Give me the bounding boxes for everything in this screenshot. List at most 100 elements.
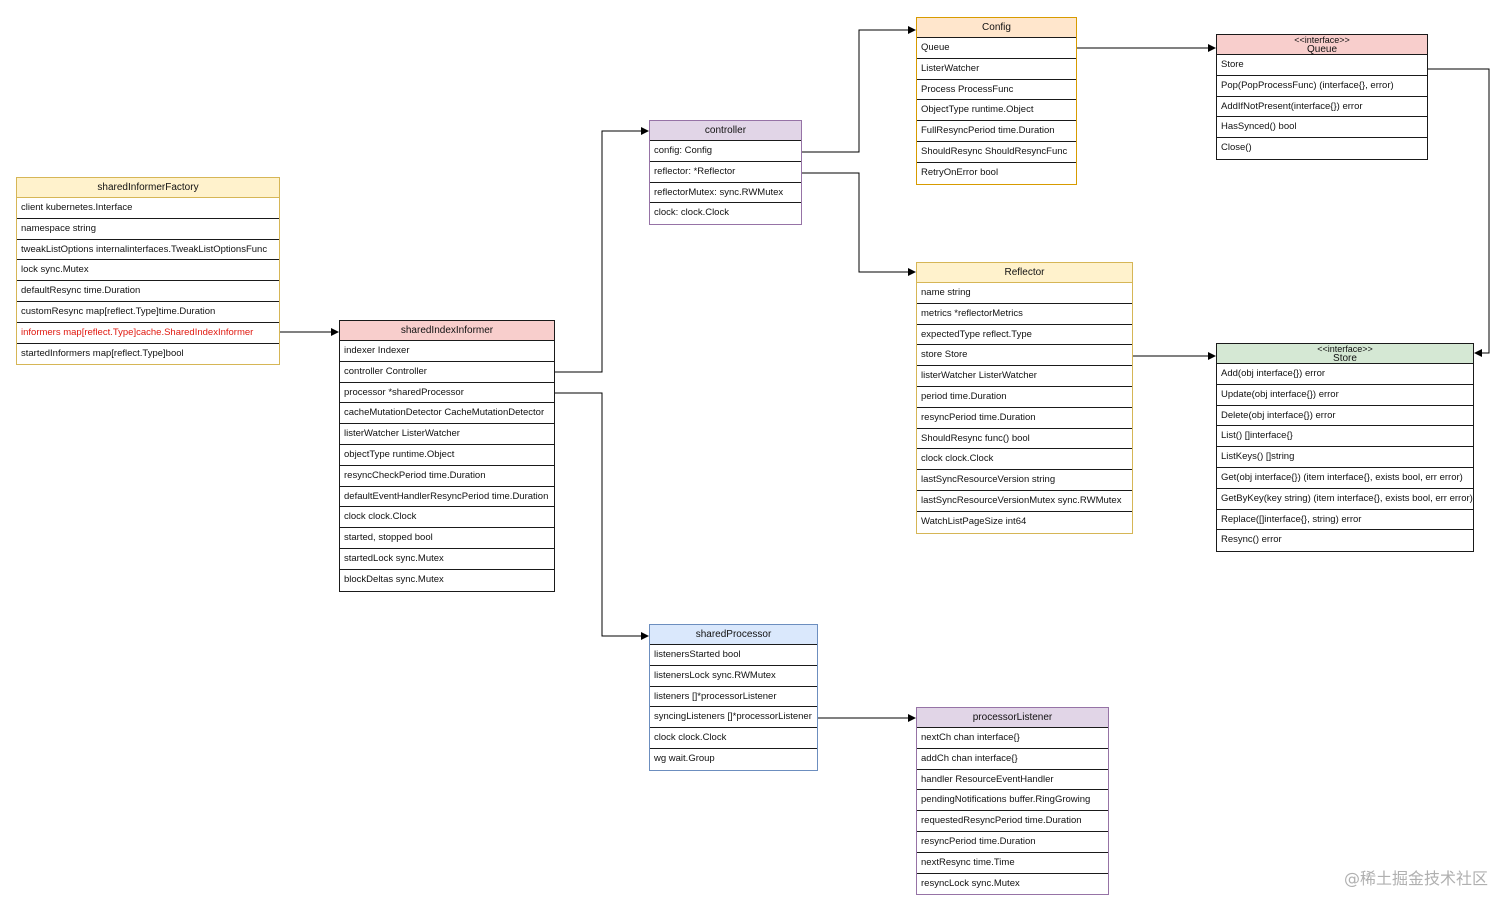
class-field: reflectorMutex: sync.RWMutex bbox=[650, 183, 801, 204]
class-field: clock clock.Clock bbox=[340, 507, 554, 529]
class-title: Queue bbox=[1306, 43, 1338, 55]
class-field: Resync() error bbox=[1221, 534, 1282, 546]
class-title: sharedProcessor bbox=[695, 628, 772, 640]
class-field: ListerWatcher bbox=[917, 59, 1076, 80]
class-field: Replace([]interface{}, string) error bbox=[1217, 510, 1473, 531]
class-field: handler ResourceEventHandler bbox=[917, 770, 1108, 791]
stereotype-label: <<interface>> bbox=[1294, 34, 1350, 45]
class-field: ShouldResync ShouldResyncFunc bbox=[917, 142, 1076, 163]
class-field: lastSyncResourceVersionMutex sync.RWMute… bbox=[917, 491, 1132, 512]
class-field: Queue bbox=[917, 38, 1076, 59]
class-field: reflector: *Reflector bbox=[650, 162, 801, 183]
arrow-queue-to-store bbox=[1428, 68, 1490, 357]
class-field: listeners []*processorListener bbox=[650, 687, 817, 708]
class-field: expectedType reflect.Type bbox=[917, 325, 1132, 346]
class-field: cacheMutationDetector CacheMutationDetec… bbox=[340, 403, 554, 425]
class-header: processorListener bbox=[917, 708, 1108, 728]
arrow-controller-to-reflector bbox=[802, 172, 916, 276]
class-field: defaultResync time.Duration bbox=[17, 281, 279, 302]
class-field: wg wait.Group bbox=[654, 752, 715, 764]
class-field: RetryOnError bool bbox=[921, 166, 999, 178]
class-field: period time.Duration bbox=[917, 387, 1132, 408]
class-field: Update(obj interface{}) error bbox=[1217, 385, 1473, 406]
class-title: controller bbox=[704, 124, 747, 136]
class-field: WatchListPageSize int64 bbox=[921, 515, 1027, 527]
class-field: listerWatcher ListerWatcher bbox=[917, 366, 1132, 387]
class-field: resyncPeriod time.Duration bbox=[917, 832, 1108, 853]
class-field: customResync map[reflect.Type]time.Durat… bbox=[17, 302, 279, 323]
class-field: objectType runtime.Object bbox=[340, 445, 554, 466]
class-field: requestedResyncPeriod time.Duration bbox=[917, 811, 1108, 832]
class-field: processor *sharedProcessor bbox=[340, 383, 554, 404]
class-field: indexer Indexer bbox=[340, 341, 554, 362]
class-field: ListKeys() []string bbox=[1217, 447, 1473, 468]
class-field: ObjectType runtime.Object bbox=[917, 100, 1076, 122]
class-field: syncingListeners []*processorListener bbox=[650, 707, 817, 729]
class-header: controller bbox=[650, 121, 801, 141]
stereotype-label: <<interface>> bbox=[1317, 343, 1373, 354]
class-field: addCh chan interface{} bbox=[917, 749, 1108, 770]
class-title: Store bbox=[1333, 352, 1357, 364]
class-processorListener: processorListener nextCh chan interface{}… bbox=[916, 707, 1109, 896]
class-field: pendingNotifications buffer.RingGrowing bbox=[917, 790, 1108, 812]
class-field: AddIfNotPresent(interface{}) error bbox=[1217, 97, 1427, 118]
class-field: listerWatcher ListerWatcher bbox=[340, 424, 554, 445]
class-field: Close() bbox=[1221, 142, 1252, 154]
arrow-controller-to-config bbox=[802, 26, 916, 153]
class-field: tweakListOptions internalinterfaces.Twea… bbox=[17, 240, 279, 261]
class-field: GetByKey(key string) (item interface{}, … bbox=[1217, 489, 1473, 510]
class-header: Reflector bbox=[917, 263, 1132, 283]
class-field: name string bbox=[917, 283, 1132, 304]
class-header: sharedInformerFactory bbox=[17, 178, 279, 198]
class-title: sharedIndexInformer bbox=[400, 324, 494, 336]
class-field: clock: clock.Clock bbox=[654, 207, 729, 219]
class-field: nextCh chan interface{} bbox=[917, 728, 1108, 749]
class-field: resyncLock sync.Mutex bbox=[921, 877, 1020, 889]
class-field: nextResync time.Time bbox=[917, 853, 1108, 874]
class-field: blockDeltas sync.Mutex bbox=[344, 573, 444, 585]
class-field: lock sync.Mutex bbox=[17, 260, 279, 282]
class-field: Delete(obj interface{}) error bbox=[1217, 406, 1473, 427]
class-field: defaultEventHandlerResyncPeriod time.Dur… bbox=[340, 487, 554, 508]
class-field: FullResyncPeriod time.Duration bbox=[917, 121, 1076, 142]
class-field: controller Controller bbox=[340, 362, 554, 383]
class-field: ShouldResync func() bool bbox=[917, 429, 1132, 450]
class-field: startedLock sync.Mutex bbox=[340, 549, 554, 570]
arrow-informer-to-controller bbox=[555, 127, 649, 373]
class-title: Config bbox=[982, 21, 1011, 33]
class-field: started, stopped bool bbox=[340, 528, 554, 549]
class-field: clock clock.Clock bbox=[917, 449, 1132, 471]
class-field: Add(obj interface{}) error bbox=[1217, 364, 1473, 385]
class-field: Process ProcessFunc bbox=[917, 80, 1076, 101]
class-field: listenersLock sync.RWMutex bbox=[650, 666, 817, 687]
class-field: Get(obj interface{}) (item interface{}, … bbox=[1217, 468, 1473, 489]
class-header: <<interface>>Store bbox=[1217, 344, 1473, 364]
class-field: resyncCheckPeriod time.Duration bbox=[340, 466, 554, 487]
class-field: namespace string bbox=[17, 219, 279, 240]
class-field: config: Config bbox=[650, 141, 801, 162]
class-header: <<interface>>Queue bbox=[1217, 35, 1427, 55]
arrow-informer-to-processor bbox=[555, 392, 649, 640]
watermark: @稀土掘金技术社区 bbox=[1343, 869, 1488, 888]
class-field: lastSyncResourceVersion string bbox=[917, 470, 1132, 491]
class-field: List() []interface{} bbox=[1217, 426, 1473, 448]
class-header: Config bbox=[917, 18, 1076, 38]
class-field: clock clock.Clock bbox=[650, 728, 817, 749]
class-field: Pop(PopProcessFunc) (interface{}, error) bbox=[1217, 76, 1427, 97]
class-field: store Store bbox=[917, 345, 1132, 367]
class-field: startedInformers map[reflect.Type]bool bbox=[21, 347, 184, 359]
class-header: sharedProcessor bbox=[650, 625, 817, 645]
class-field: resyncPeriod time.Duration bbox=[917, 408, 1132, 429]
class-header: sharedIndexInformer bbox=[340, 321, 554, 341]
class-title: processorListener bbox=[972, 711, 1053, 723]
